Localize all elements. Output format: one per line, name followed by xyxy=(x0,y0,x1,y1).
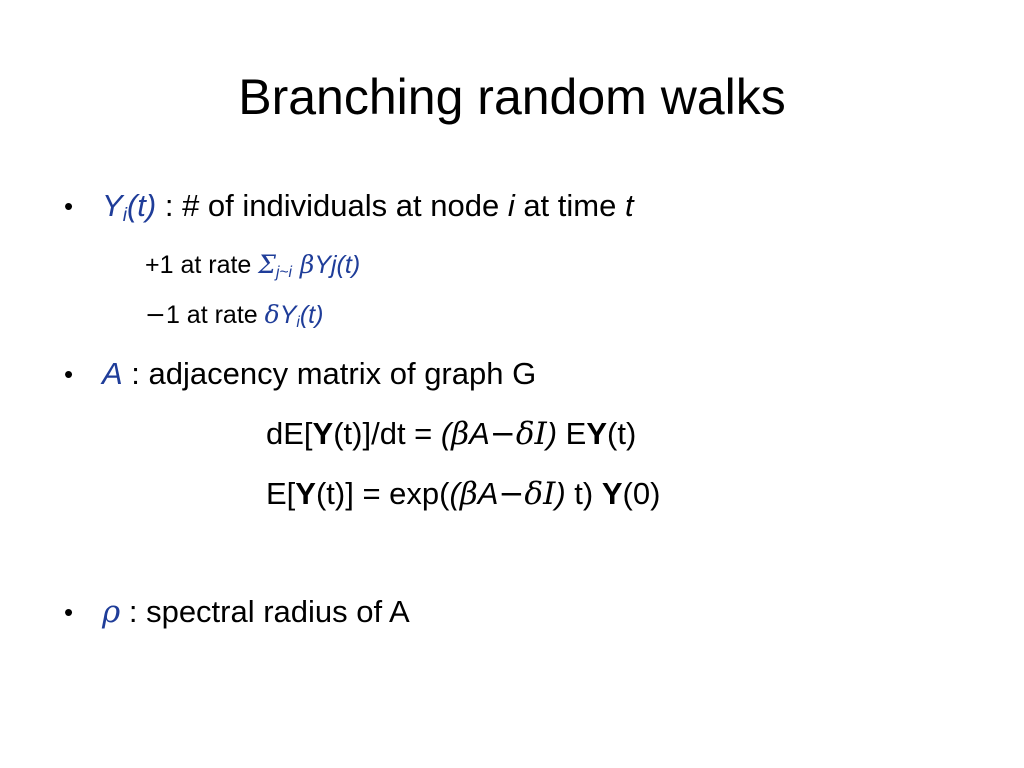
bullet-marker: • xyxy=(64,359,74,389)
arg-t: (t) xyxy=(126,188,157,223)
eq-text: dE[ xyxy=(266,416,313,451)
birth-rate-line: +1 at rate Σj~i βYj(t) xyxy=(145,250,361,281)
text-segment: at time xyxy=(514,188,625,223)
text-segment: +1 at rate xyxy=(145,251,259,279)
rho-symbol: ρ xyxy=(102,594,121,630)
text-segment: 1 at rate xyxy=(165,301,265,329)
slide-title: Branching random walks xyxy=(238,69,786,125)
subscript-i: i xyxy=(296,313,300,331)
vector-y: Y xyxy=(601,476,623,511)
paren: ) xyxy=(555,476,566,511)
var-i: i xyxy=(507,188,515,223)
eq-text: (t) xyxy=(607,416,637,451)
paren: ( xyxy=(440,416,452,451)
equation-solution: E[Y(t)] = exp((βA−δI) t) Y(0) xyxy=(266,478,660,510)
bullet-adjacency: A : adjacency matrix of graph G xyxy=(102,358,536,389)
vector-y: Y xyxy=(295,476,316,511)
eq-text: t) xyxy=(565,476,602,511)
minus-symbol: − xyxy=(489,416,516,452)
identity-i: I xyxy=(543,476,556,512)
subscript-neighbors: j~i xyxy=(275,263,292,281)
expr-yj: Yj(t) xyxy=(314,251,361,279)
delta-symbol: δ xyxy=(264,300,280,329)
eq-text: (t)]/dt = xyxy=(333,416,441,451)
bullet-marker: • xyxy=(64,597,74,627)
identity-i: I xyxy=(534,416,547,452)
var-y: Y xyxy=(279,301,297,329)
var-a: A xyxy=(102,356,123,391)
paren: ( xyxy=(449,476,460,511)
sigma-symbol: Σ xyxy=(258,250,276,279)
bullet-individuals: Yi(t) : # of individuals at node i at ti… xyxy=(102,188,634,225)
delta-symbol: δ xyxy=(515,416,535,452)
death-rate-line: −1 at rate δYi(t) xyxy=(145,300,324,331)
minus-symbol: − xyxy=(145,300,166,329)
var-y: Y xyxy=(102,188,123,223)
eq-text: E[ xyxy=(266,476,296,511)
bullet-marker: • xyxy=(64,191,74,221)
equation-derivative: dE[Y(t)]/dt = (βA−δI) EY(t) xyxy=(266,418,636,450)
eq-text: (t)] = exp( xyxy=(315,476,450,511)
delta-symbol: δ xyxy=(524,476,544,512)
minus-symbol: − xyxy=(498,476,525,512)
var-a: A xyxy=(477,476,499,511)
text-segment: : adjacency matrix of graph G xyxy=(122,356,537,391)
text-segment: : # of individuals at node xyxy=(156,188,508,223)
bullet-spectral-radius: ρ : spectral radius of A xyxy=(102,596,410,628)
text-segment: : spectral radius of A xyxy=(120,594,410,629)
vector-y: Y xyxy=(312,416,334,451)
beta-symbol: β xyxy=(459,476,478,512)
var-t: t xyxy=(624,188,634,223)
arg-t: (t) xyxy=(299,301,324,329)
eq-text: (0) xyxy=(622,476,661,511)
var-a: A xyxy=(469,416,490,451)
eq-text: E xyxy=(557,416,587,451)
beta-symbol: β xyxy=(291,250,315,279)
beta-symbol: β xyxy=(451,416,470,452)
subscript-i: i xyxy=(122,204,127,226)
paren: ) xyxy=(546,416,558,451)
vector-y: Y xyxy=(586,416,608,451)
